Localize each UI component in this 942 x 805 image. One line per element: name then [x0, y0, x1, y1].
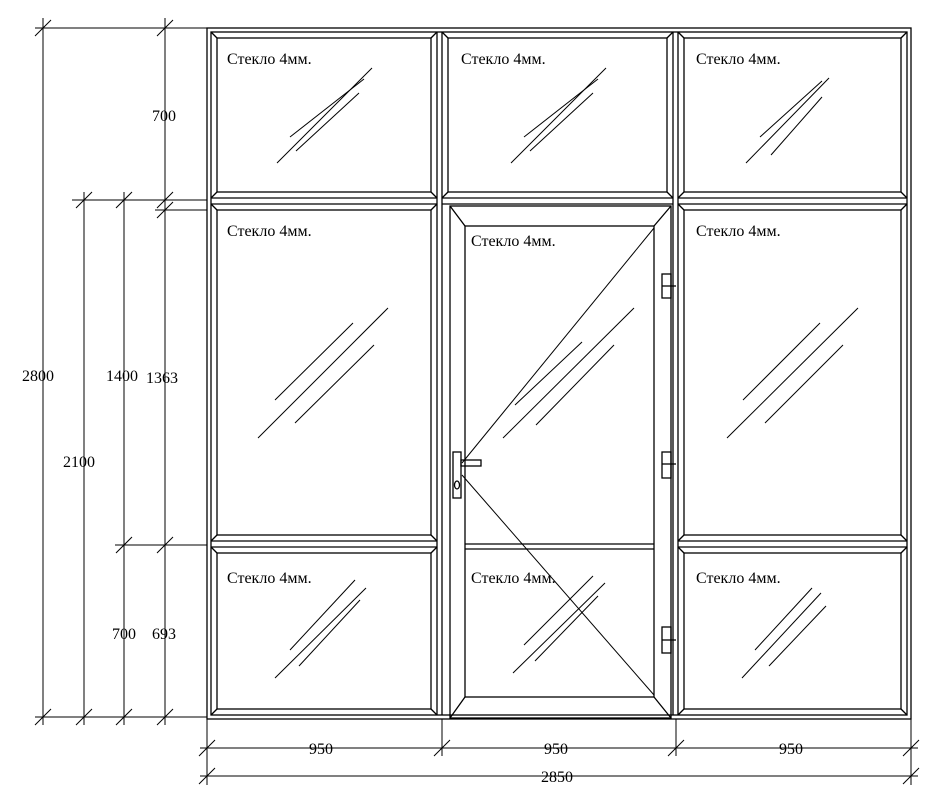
pane-top-left [210, 31, 438, 199]
glass-label-top-center: Стекло 4мм. [461, 51, 546, 68]
pane-top-right [677, 31, 908, 199]
dim-middle-panel-glass: 1363 [146, 370, 178, 387]
pane-bottom-right [677, 546, 908, 716]
dim-door-height: 2100 [63, 454, 95, 471]
dim-bottom-panel-glass: 693 [152, 626, 176, 643]
vertical-dimensions [34, 18, 207, 726]
hinge-middle [661, 451, 672, 479]
pane-middle-left [210, 203, 438, 542]
dim-top-panel-height: 700 [152, 108, 176, 125]
door-handle [452, 451, 482, 499]
dim-bottom-panel-height: 700 [112, 626, 136, 643]
dim-right-section-width: 950 [779, 741, 803, 758]
outer-frame [206, 27, 912, 720]
glass-hatches [257, 67, 859, 679]
door-leaf [449, 205, 672, 719]
glass-label-bottom-left: Стекло 4мм. [227, 570, 312, 587]
dim-center-section-width: 950 [544, 741, 568, 758]
dim-left-section-width: 950 [309, 741, 333, 758]
outer-frame-inner [210, 31, 908, 716]
dimension-labels: 2800 2100 1400 1363 700 700 693 950 950 … [22, 108, 803, 786]
glass-label-top-right: Стекло 4мм. [696, 51, 781, 68]
dim-middle-panel-height: 1400 [106, 368, 138, 385]
glass-label-door-bottom: Стекло 4мм. [471, 570, 556, 587]
glass-label-middle-right: Стекло 4мм. [696, 223, 781, 240]
glass-label-middle-left: Стекло 4мм. [227, 223, 312, 240]
horizontal-dimensions [198, 719, 920, 785]
pane-middle-right [677, 203, 908, 542]
glass-labels: Стекло 4мм. Стекло 4мм. Стекло 4мм. Стек… [227, 51, 781, 587]
glass-label-top-left: Стекло 4мм. [227, 51, 312, 68]
dim-total-width: 2850 [541, 769, 573, 786]
frame-group [34, 18, 920, 785]
pane-bottom-left [210, 546, 438, 716]
dim-total-height: 2800 [22, 368, 54, 385]
pane-top-center [441, 31, 674, 199]
glass-label-bottom-right: Стекло 4мм. [696, 570, 781, 587]
glass-label-door-top: Стекло 4мм. [471, 233, 556, 250]
